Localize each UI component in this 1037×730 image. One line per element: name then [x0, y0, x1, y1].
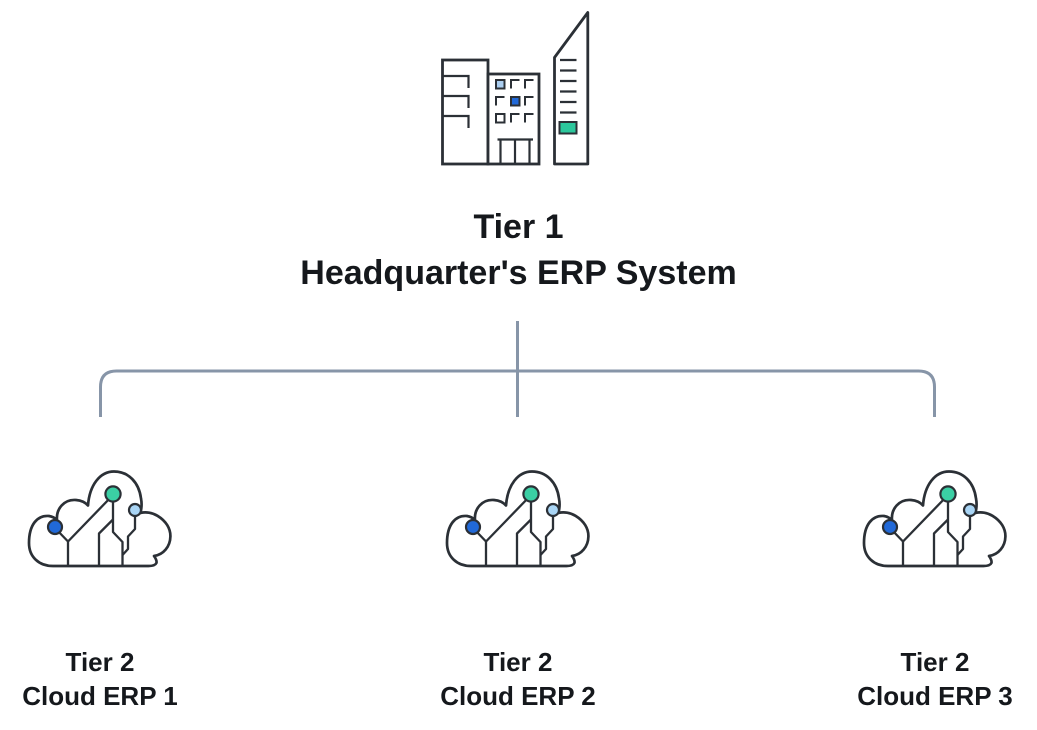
tier1-title: Tier 1 [473, 208, 564, 246]
cloud-erp-circuit-icon [443, 469, 593, 569]
tier1-name: Headquarter's ERP System [300, 254, 737, 292]
tier2-title: Tier 2 [483, 647, 553, 677]
window-grid [495, 79, 534, 124]
tier2-node-label-2: Tier 2 Cloud ERP 2 [408, 645, 628, 713]
tier2-title: Tier 2 [65, 647, 135, 677]
tier2-name: Cloud ERP 3 [857, 681, 1013, 711]
cloud-erp-circuit-icon [860, 469, 1010, 569]
cloud-erp-circuit-icon [25, 469, 175, 569]
headquarters-building-icon [441, 11, 590, 166]
left-tower-ledges [443, 74, 470, 128]
tier2-name: Cloud ERP 2 [440, 681, 596, 711]
entrance-door [497, 138, 533, 163]
tier2-node-label-3: Tier 2 Cloud ERP 3 [825, 645, 1037, 713]
tier1-node-label: Tier 1 Headquarter's ERP System [0, 204, 1037, 296]
right-tower-floors [560, 58, 577, 114]
tier2-node-label-1: Tier 2 Cloud ERP 1 [0, 645, 210, 713]
tier2-title: Tier 2 [900, 647, 970, 677]
tier2-name: Cloud ERP 1 [22, 681, 178, 711]
